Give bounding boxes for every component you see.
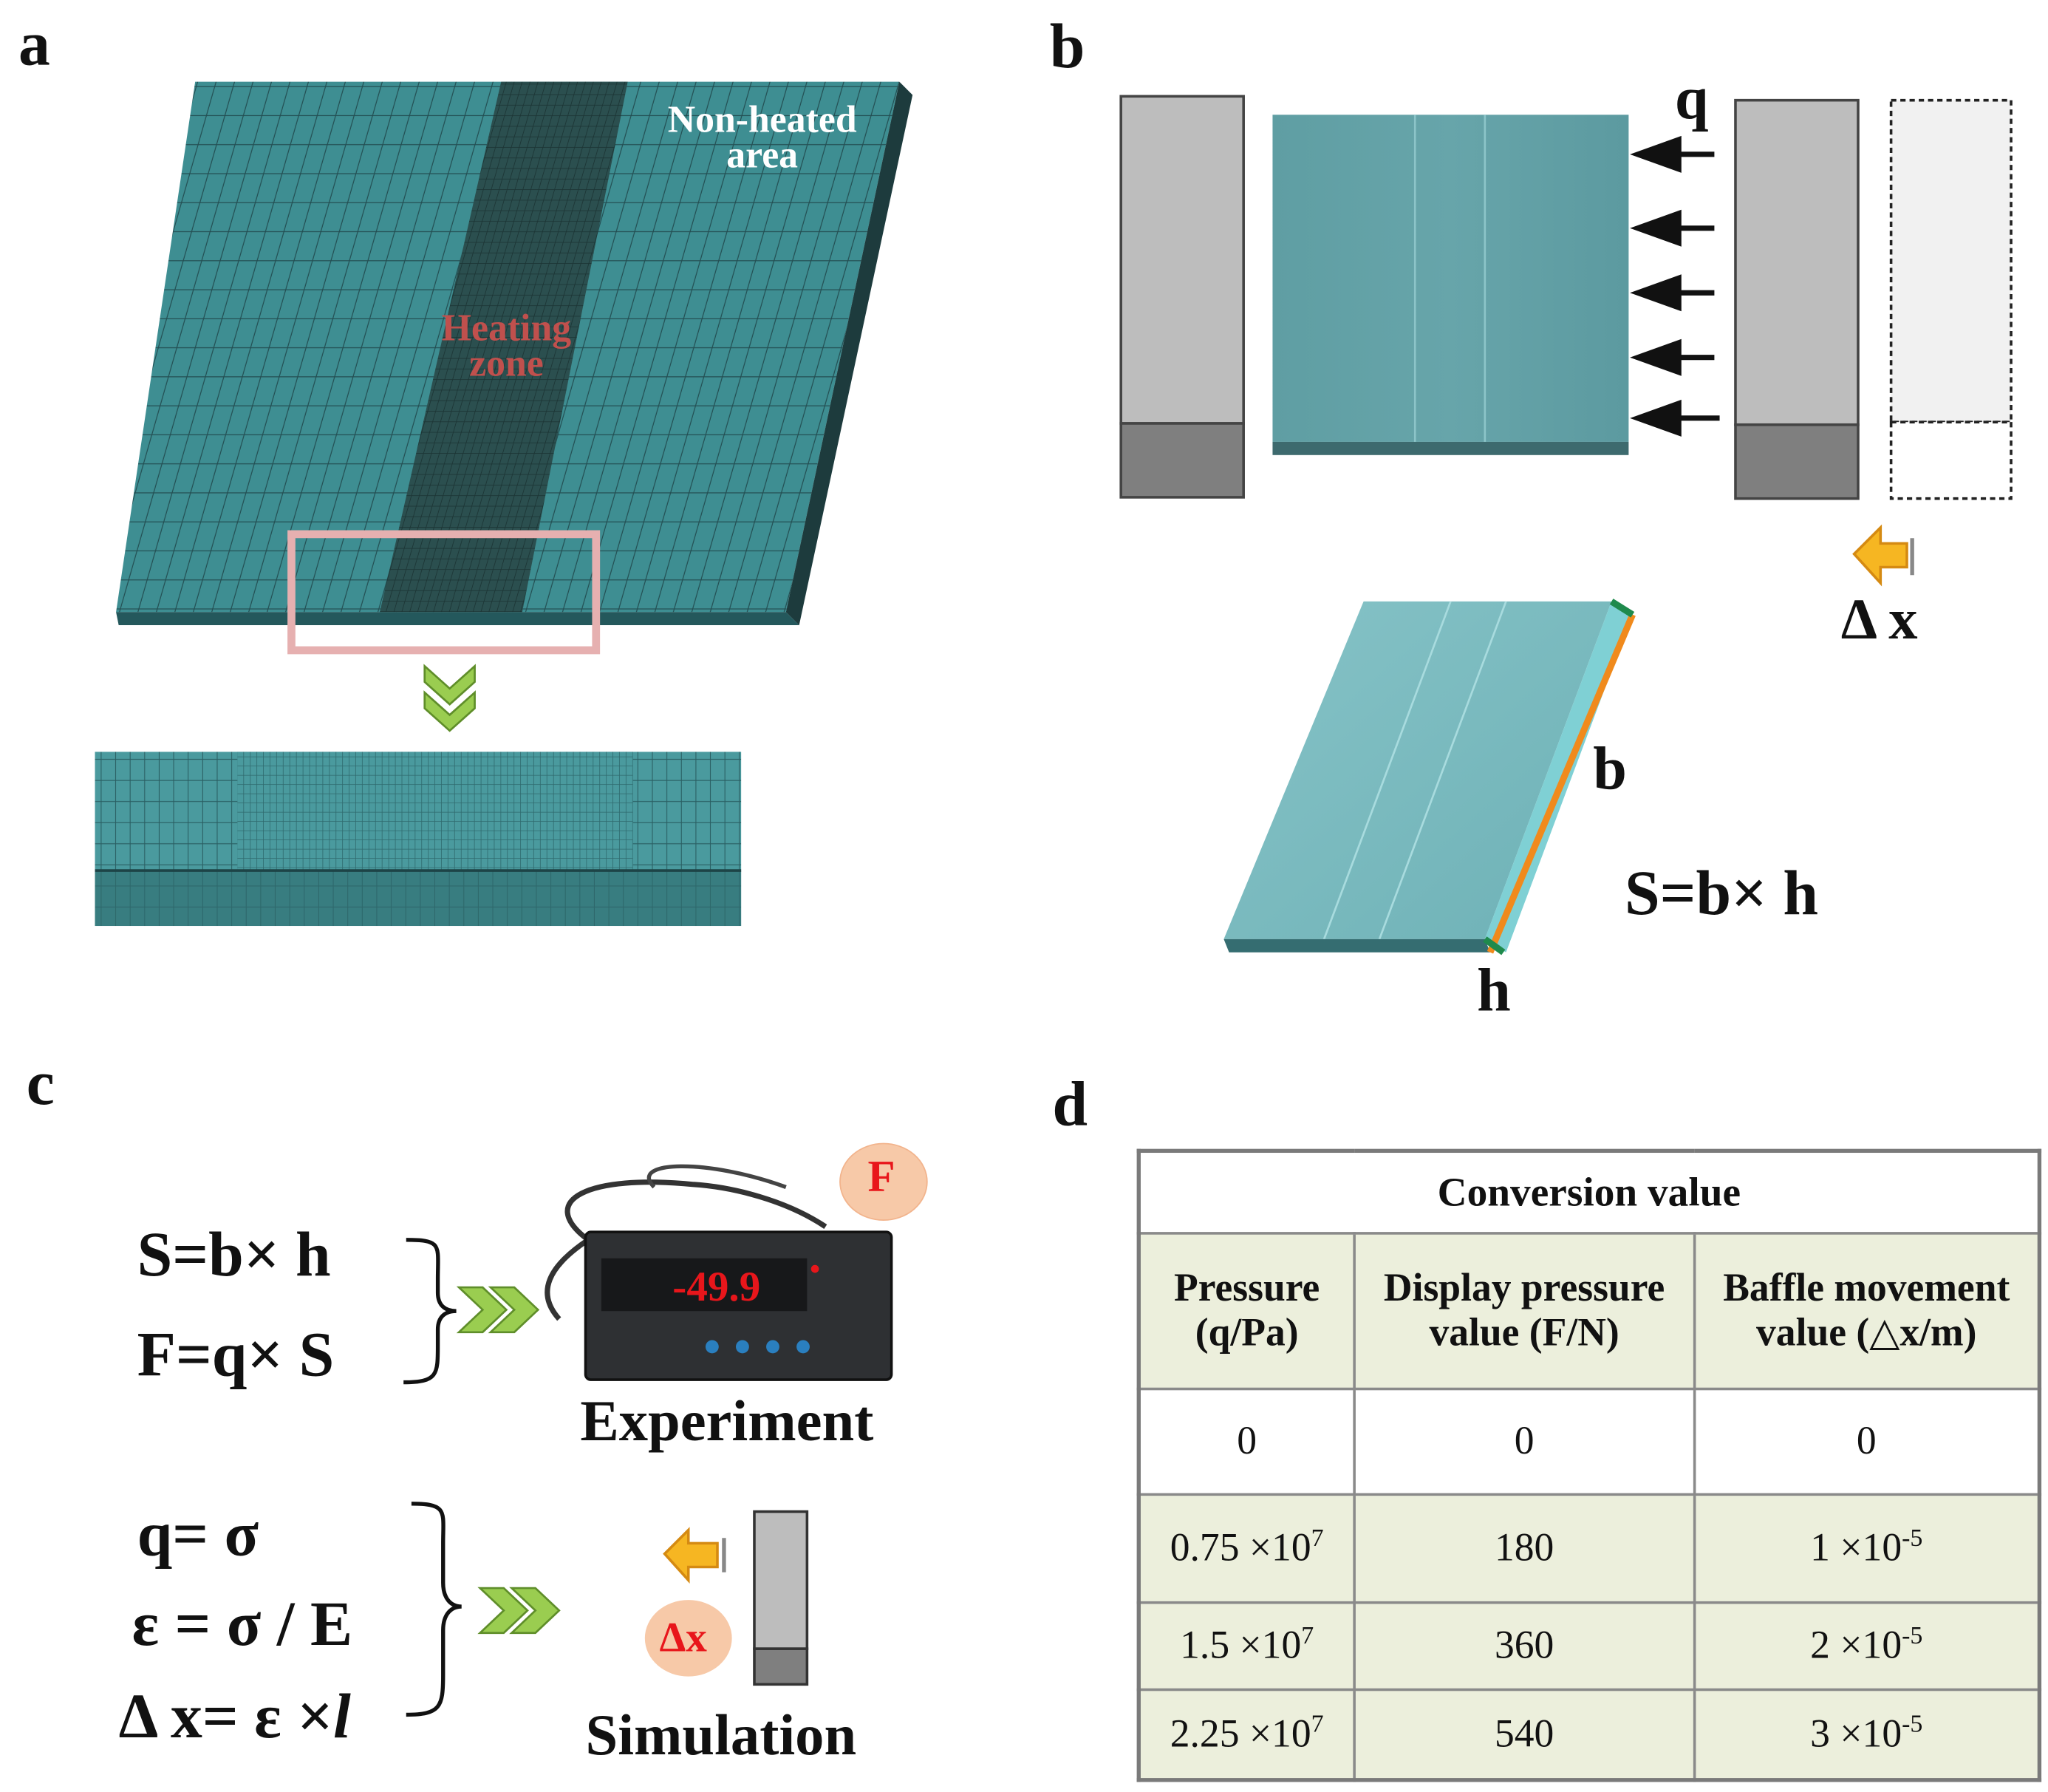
cell-display: 540 xyxy=(1353,1688,1696,1781)
brace-experiment xyxy=(403,1238,457,1385)
table-title: Conversion value xyxy=(1137,1149,2041,1235)
simulation-label: Simulation xyxy=(585,1703,857,1768)
cell-display: 0 xyxy=(1353,1387,1696,1496)
plate-3d-view xyxy=(1223,599,1636,955)
area-formula: S=b× h xyxy=(1625,858,1819,929)
meter-reading: -49.9 xyxy=(672,1264,760,1310)
plate-front-view xyxy=(1272,115,1629,455)
non-heated-label: Non-heated area xyxy=(667,98,857,177)
cell-display: 180 xyxy=(1353,1493,1696,1604)
force-display-meter: -49.9 xyxy=(584,1230,893,1381)
experiment-apparatus: -49.9 xyxy=(403,1142,928,1385)
heating-zone-label: Heating zone xyxy=(441,307,572,386)
brace-simulation xyxy=(406,1502,462,1717)
delta-x-badge xyxy=(644,1600,732,1677)
baffle-loading-illustration xyxy=(1119,95,2013,955)
chevron-down-icon xyxy=(423,664,476,732)
right-baffle xyxy=(1734,98,1860,500)
experiment-eq-force: F=q× S xyxy=(137,1320,335,1391)
delta-x-badge-label: Δx xyxy=(659,1612,707,1661)
experiment-label: Experiment xyxy=(580,1389,874,1454)
cell-display: 360 xyxy=(1353,1601,1696,1692)
column-header-pressure: Pressure(q/Pa) xyxy=(1137,1232,1356,1391)
cell-pressure: 0.75 ×107 xyxy=(1137,1493,1356,1604)
panel-label-b: b xyxy=(1049,12,1085,82)
cell-baffle: 1 ×10-5 xyxy=(1693,1493,2041,1604)
heating-zone-band xyxy=(380,81,628,613)
cell-baffle: 3 ×10-5 xyxy=(1693,1688,2041,1781)
force-badge-label: F xyxy=(867,1153,895,1202)
dimension-b-label: b xyxy=(1593,735,1627,803)
chevron-right-icon xyxy=(456,1286,540,1334)
baffle-original-position xyxy=(1889,98,2013,500)
movement-arrow-icon xyxy=(663,1527,726,1584)
sim-eq-q: q= σ xyxy=(137,1499,259,1570)
conversion-table: Conversion value Pressure(q/Pa) Display … xyxy=(1136,1148,2042,1782)
left-baffle xyxy=(1119,95,1245,499)
load-arrows xyxy=(1630,135,1720,437)
panel-label-a: a xyxy=(18,9,50,80)
cell-baffle: 0 xyxy=(1693,1387,2041,1496)
panel-label-c: c xyxy=(26,1049,55,1119)
chevron-right-icon xyxy=(477,1587,561,1635)
simulated-baffle xyxy=(753,1510,809,1686)
cell-pressure: 2.25 ×107 xyxy=(1137,1688,1356,1781)
mesh-plate-illustration xyxy=(95,81,913,927)
zoom-highlight-box xyxy=(287,530,601,655)
table-row: 1.5 ×107 360 2 ×10-5 xyxy=(1137,1601,2041,1692)
table-row: 2.25 ×107 540 3 ×10-5 xyxy=(1137,1688,2041,1781)
cell-pressure: 1.5 ×107 xyxy=(1137,1601,1356,1692)
panel-label-d: d xyxy=(1052,1069,1088,1140)
experiment-eq-area: S=b× h xyxy=(137,1220,331,1290)
table-row: 0.75 ×107 180 1 ×10-5 xyxy=(1137,1493,2041,1604)
cell-pressure: 0 xyxy=(1137,1387,1356,1496)
movement-arrow-icon xyxy=(1852,524,1914,587)
length-symbol: l xyxy=(332,1681,351,1752)
cell-baffle: 2 ×10-5 xyxy=(1693,1601,2041,1692)
simulation-illustration xyxy=(406,1502,809,1717)
load-q-label: q xyxy=(1674,64,1709,132)
zoomed-mesh-section xyxy=(95,752,742,927)
delta-x-label: Δ x xyxy=(1840,587,1918,652)
dimension-h-label: h xyxy=(1477,956,1511,1024)
force-badge xyxy=(839,1142,928,1221)
table-row: 0 0 0 xyxy=(1137,1387,2041,1496)
sim-eq-displacement: Δ x= ε ×l xyxy=(118,1681,351,1752)
sim-eq-strain: ε = σ / E xyxy=(132,1589,353,1660)
